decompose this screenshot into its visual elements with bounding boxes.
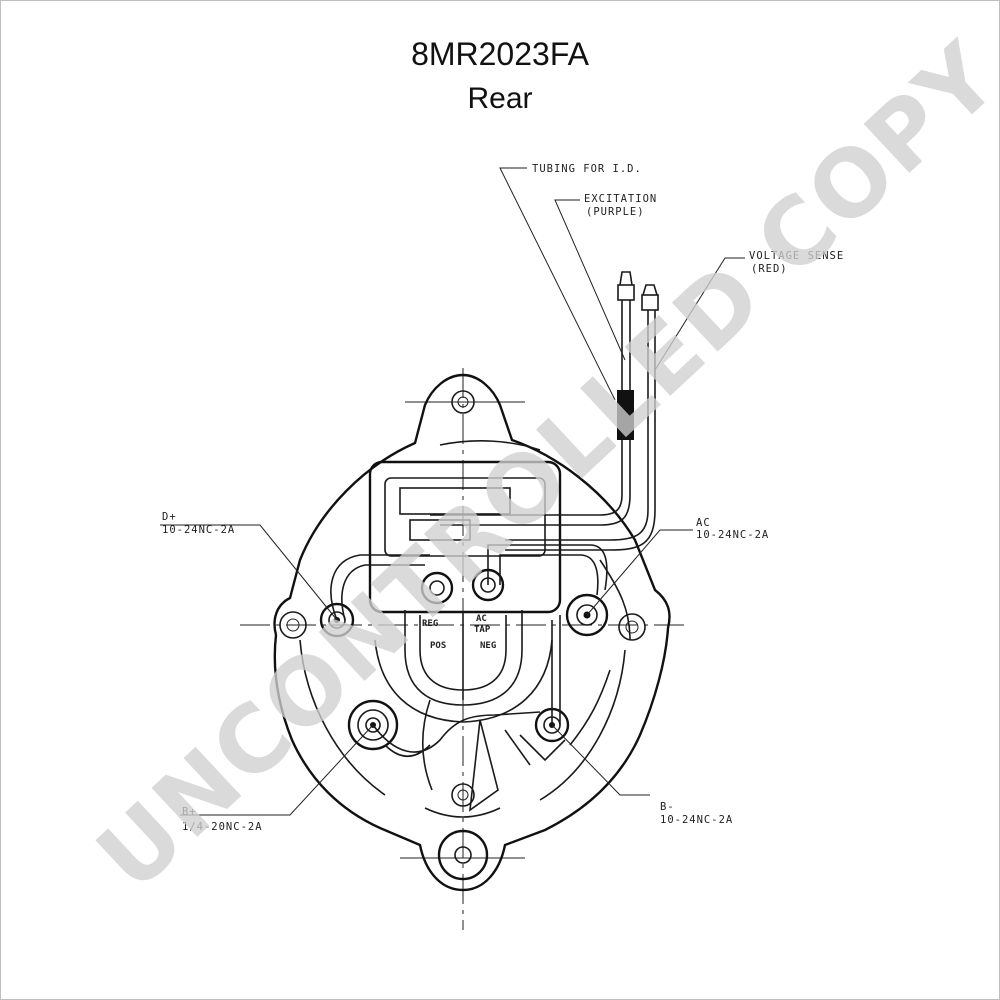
excitation-color-label: (PURPLE) bbox=[586, 206, 645, 218]
mount-hole-top bbox=[451, 390, 475, 414]
excitation-connector bbox=[617, 271, 635, 301]
d-plus-thread-label: 10-24NC-2A bbox=[162, 524, 235, 536]
ac-thread-label: 10-24NC-2A bbox=[696, 529, 769, 541]
internal-wiring bbox=[330, 544, 608, 766]
ac-label: AC bbox=[696, 517, 711, 529]
alternator-housing bbox=[273, 373, 671, 892]
d-plus-label: D+ bbox=[162, 511, 177, 523]
voltage-regulator bbox=[368, 460, 562, 723]
tubing-label: TUBING FOR I.D. bbox=[532, 163, 642, 175]
neg-label: NEG bbox=[480, 641, 496, 651]
mount-hole-right bbox=[618, 613, 646, 641]
excitation-label: EXCITATION bbox=[584, 193, 657, 205]
mount-hole-lower bbox=[451, 783, 475, 807]
b-minus-thread-label: 10-24NC-2A bbox=[660, 814, 733, 826]
b-plus-thread-label: 1/4-20NC-2A bbox=[182, 821, 263, 833]
regulator-terminal-left bbox=[420, 571, 454, 605]
b-minus-label: B- bbox=[660, 801, 675, 813]
mount-hole-left bbox=[279, 611, 307, 639]
voltage-sense-color-label: (RED) bbox=[751, 263, 788, 275]
voltage-sense-label: VOLTAGE SENSE bbox=[749, 250, 844, 262]
leader-lines bbox=[160, 167, 745, 816]
wire-harness bbox=[430, 300, 656, 551]
id-tubing bbox=[617, 390, 634, 440]
diagram-title: 8MR2023FA bbox=[411, 36, 589, 72]
b-plus-label: B+ bbox=[182, 806, 197, 818]
ac-tap-label-bottom: TAP bbox=[474, 625, 491, 635]
diagram-subtitle: Rear bbox=[467, 82, 533, 115]
uncontrolled-copy-watermark: UNCONTROLLED COPY bbox=[77, 22, 1000, 911]
mount-hole-bottom bbox=[437, 829, 489, 881]
reg-label: REG bbox=[422, 619, 438, 629]
voltage-sense-connector bbox=[641, 284, 659, 311]
pos-label: POS bbox=[430, 641, 446, 651]
ac-tap-label-top: AC bbox=[476, 614, 487, 624]
